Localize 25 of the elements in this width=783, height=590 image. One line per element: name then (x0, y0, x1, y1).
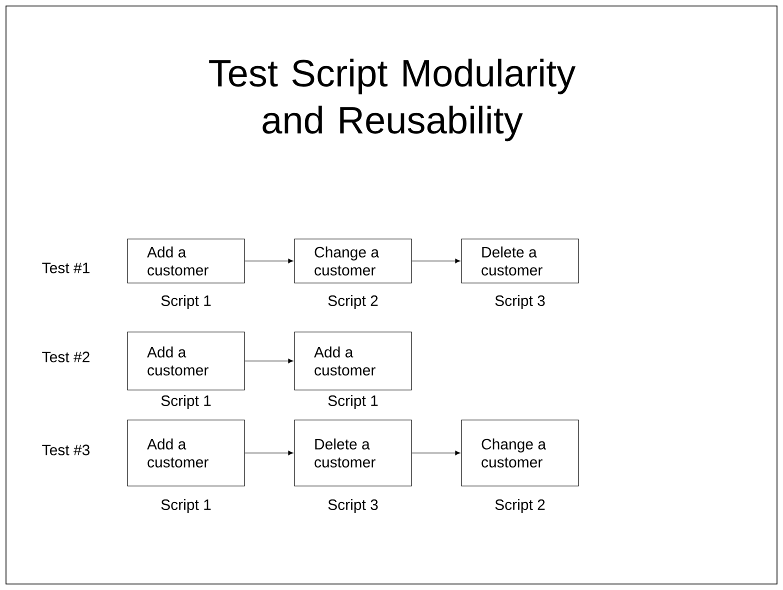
arrow (244, 258, 294, 264)
script-label: Script 1 (161, 499, 211, 513)
arrow (244, 358, 294, 364)
test-label: Test #3 (42, 444, 90, 456)
test-label: Test #2 (42, 352, 90, 362)
process-box: Delete a customer (461, 238, 579, 284)
process-box: Add a customer (127, 420, 245, 486)
process-box: Change a customer (294, 238, 412, 284)
script-label: Script 2 (495, 499, 545, 513)
arrow (244, 450, 294, 456)
script-label: Script 1 (328, 395, 378, 409)
script-label: Script 1 (161, 295, 211, 309)
process-box: Add a customer (127, 238, 245, 284)
script-label: Script 3 (495, 295, 545, 309)
process-box: Add a customer (294, 332, 412, 390)
script-label: Script 2 (328, 295, 378, 309)
arrow (412, 258, 460, 264)
arrow (412, 450, 460, 456)
script-label: Script 3 (328, 499, 378, 513)
title: Test Script Modularity and Reusability (209, 58, 576, 142)
process-box: Change a customer (461, 420, 579, 486)
script-label: Script 1 (161, 395, 211, 409)
process-box: Add a customer (127, 332, 245, 390)
process-box: Delete a customer (294, 420, 412, 486)
test-label: Test #1 (42, 262, 90, 274)
